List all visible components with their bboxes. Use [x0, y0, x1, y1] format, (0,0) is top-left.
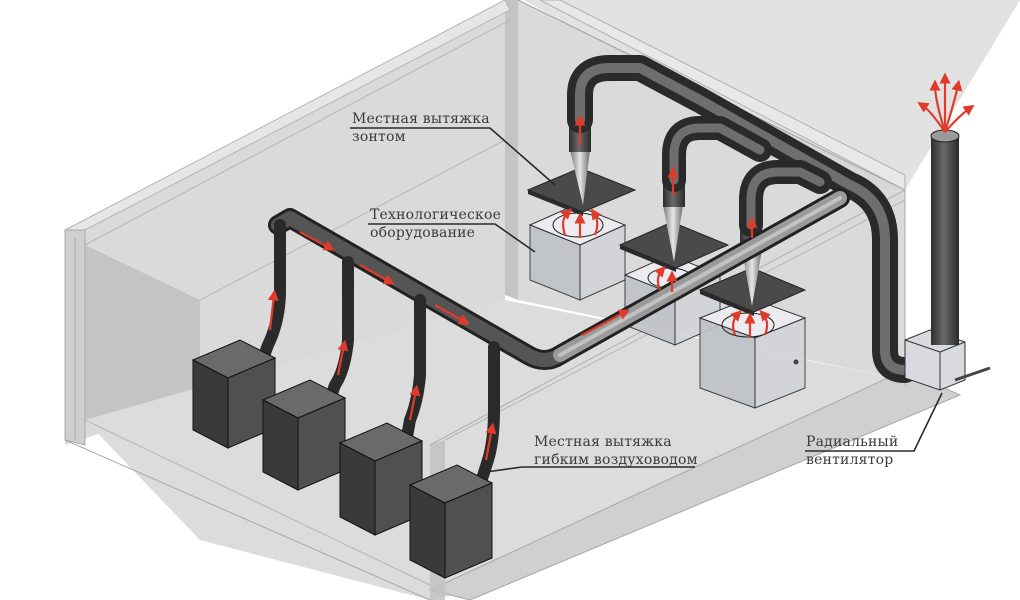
- arrow-intake: [759, 309, 771, 336]
- room-edge: [64, 439, 431, 600]
- arrow-hose: [336, 339, 349, 376]
- airflow-arrows: [267, 72, 975, 461]
- room-corner-post: [505, 0, 518, 300]
- arrow-stack: [917, 102, 946, 133]
- leader-process-equipment: [368, 223, 536, 253]
- label-line: оборудование: [370, 225, 476, 241]
- label-umbrella-hood: Местная вытяжка зонтом: [352, 110, 490, 146]
- machine: [261, 379, 347, 491]
- arrow-main: [299, 231, 335, 251]
- label-line: Местная вытяжка: [534, 434, 672, 450]
- label-line: Технологическое: [370, 207, 502, 223]
- leader-radial-fan: [805, 392, 943, 452]
- arrow-stack: [944, 104, 975, 133]
- arrow-intake: [560, 208, 572, 236]
- label-line: вентилятор: [806, 452, 894, 468]
- hood-duct-network: [567, 55, 918, 383]
- label-line: Радиальный: [806, 434, 899, 450]
- label-process-equipment: Технологическое оборудование: [370, 206, 501, 242]
- room-back-wall-top-edge: [539, 0, 906, 191]
- main-duct: [268, 188, 850, 370]
- room-edge: [84, 19, 511, 246]
- duct-highlight: [746, 167, 825, 230]
- arrow-hose: [408, 384, 421, 421]
- label-line: зонтом: [352, 129, 406, 145]
- arrow-intake: [730, 310, 742, 336]
- arrow-stack: [929, 79, 947, 133]
- room-edge: [84, 419, 431, 586]
- leader-flexible-hose: [485, 466, 695, 473]
- exhaust-stack: [930, 129, 960, 345]
- arrow-main: [434, 304, 470, 325]
- arrow-stack: [943, 79, 963, 133]
- arrow-intake: [590, 208, 602, 236]
- duct-highlight: [575, 63, 910, 375]
- arrow-hose: [484, 422, 497, 461]
- arrow-main: [581, 309, 630, 336]
- label-radial-fan: Радиальный вентилятор: [806, 433, 898, 469]
- leader-umbrella-hood: [350, 127, 556, 186]
- equipment-box: [528, 204, 627, 301]
- machines: [191, 339, 494, 579]
- flexible-hose: [474, 341, 500, 491]
- arrow-intake: [654, 265, 666, 291]
- room-floor-front-edge: [428, 369, 962, 600]
- flexible-hose: [249, 219, 286, 386]
- machine: [408, 464, 494, 579]
- label-line: гибким воздуховодом: [534, 452, 698, 468]
- label-line: Местная вытяжка: [352, 111, 490, 127]
- leader-lines: [350, 127, 943, 473]
- room-edge: [199, 139, 506, 301]
- arrow-hose: [267, 289, 279, 331]
- arrow-main: [359, 264, 395, 285]
- label-flexible-hose-exhaust: Местная вытяжка гибким воздуховодом: [534, 433, 698, 469]
- duct-highlight: [669, 123, 765, 185]
